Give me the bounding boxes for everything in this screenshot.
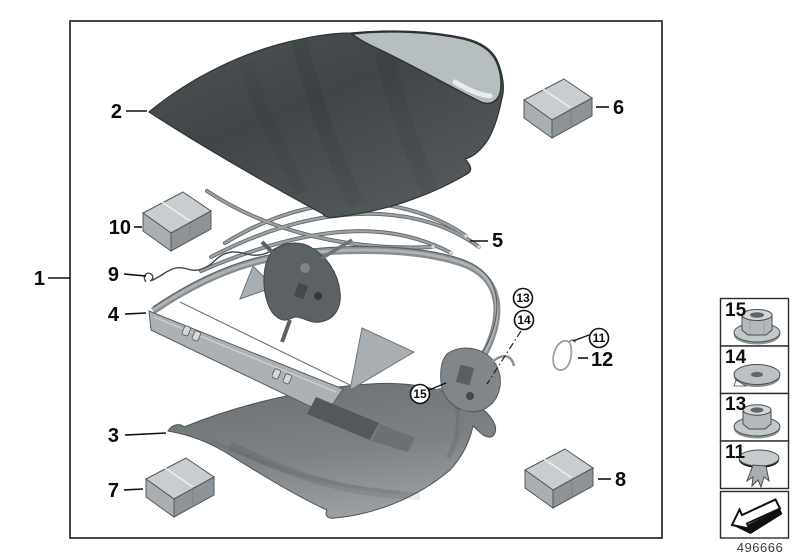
callout-3: 3: [108, 425, 119, 447]
callout-5: 5: [492, 230, 503, 252]
parts-box-8: [524, 448, 594, 509]
callout-6: 6: [613, 97, 624, 119]
circled-callout-13: 13: [516, 291, 530, 305]
diagram-code: 496666: [737, 540, 783, 555]
parts-box-7: [145, 457, 215, 518]
callout-1: 1: [34, 268, 45, 290]
top-frame-assembly: [148, 238, 516, 452]
expanding-rivet-icon: [738, 449, 780, 489]
tension-sail: [349, 327, 416, 391]
cable-loop: [552, 339, 576, 371]
callout-8: 8: [615, 469, 626, 491]
flange-nut-icon: [733, 404, 781, 439]
circled-callouts: 13 14 11 15: [409, 287, 610, 405]
callout-4: 4: [108, 304, 120, 326]
parts-box-10: [142, 191, 212, 252]
callouts: 1 2 3 4 5 6 7 8 9 10 12: [34, 97, 626, 502]
circled-callout-14: 14: [517, 313, 531, 327]
callout-12: 12: [591, 349, 613, 371]
legend-label-13: 13: [725, 394, 746, 415]
circled-callout-11: 11: [593, 331, 606, 345]
callout-7: 7: [108, 480, 119, 502]
soft-top-cover: [147, 30, 504, 218]
parts-box-6: [523, 78, 593, 139]
callout-9: 9: [108, 264, 119, 286]
diagram-border: [69, 20, 663, 539]
circled-callout-15: 15: [413, 387, 427, 401]
center-linkage-mechanism: [260, 238, 353, 343]
legend-label-14: 14: [725, 347, 747, 368]
callout-2: 2: [111, 101, 122, 123]
legend-label-15: 15: [725, 300, 747, 321]
legend-label-11: 11: [725, 442, 746, 463]
washer-icon: [733, 364, 781, 387]
flange-nut-icon: [733, 309, 781, 345]
callout-10: 10: [109, 217, 131, 239]
side-linkage-mechanism: [420, 347, 516, 433]
fastener-legend: 15 14 13 11: [719, 297, 790, 539]
direction-arrow-icon: [730, 498, 783, 534]
